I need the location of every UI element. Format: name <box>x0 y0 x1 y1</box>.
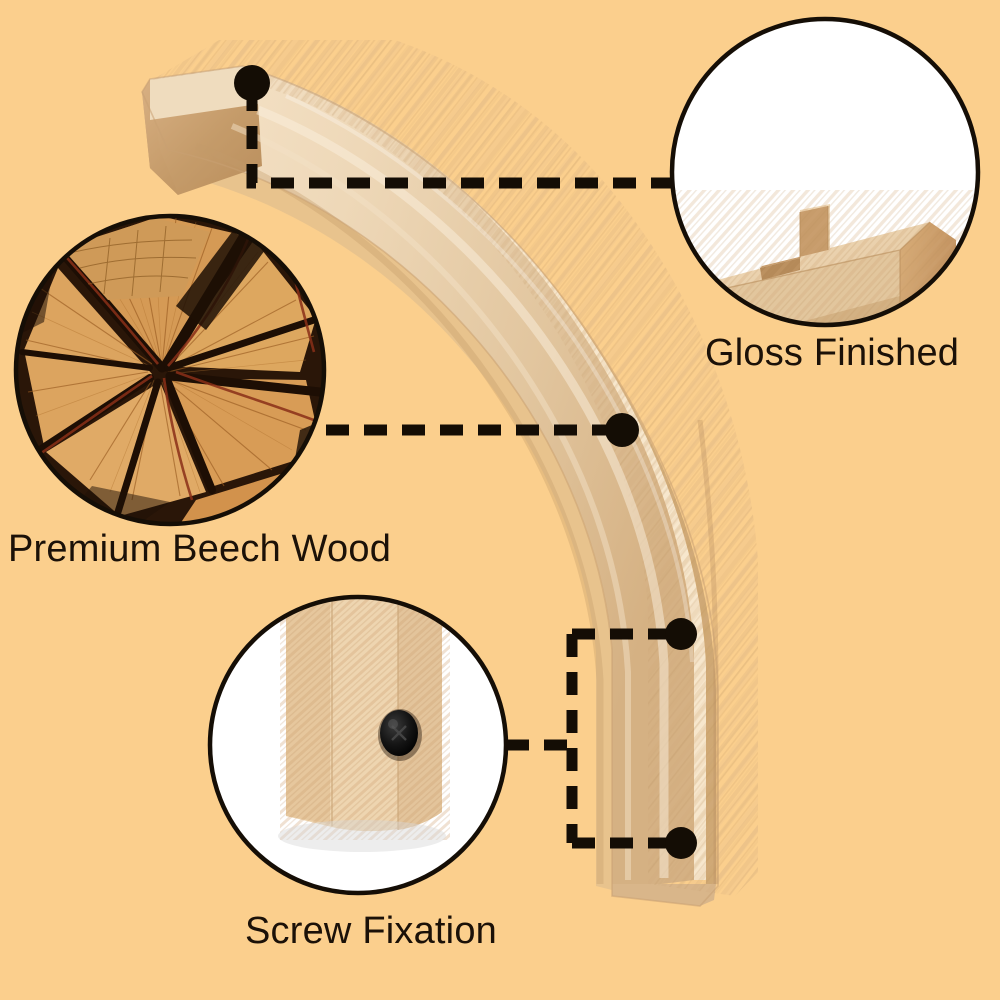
callout-screw-fixation <box>207 594 509 896</box>
hook-outline <box>141 65 719 907</box>
hook-highlight-streaks <box>230 94 694 880</box>
connector-gloss <box>246 88 672 189</box>
anchor-dot-gloss <box>234 65 270 101</box>
callout-premium-beech-wood <box>13 213 327 527</box>
caption-gloss-finished: Gloss Finished <box>705 332 960 374</box>
anchor-dot-screw-bottom <box>665 827 697 859</box>
anchor-dot-beech <box>605 413 639 447</box>
beech-circle-ring <box>13 213 327 527</box>
caption-premium-beech-wood: Premium Beech Wood <box>8 528 392 570</box>
hook-end-upper-facet <box>150 66 258 120</box>
gloss-circle-ring <box>669 16 981 328</box>
caption-screw-fixation: Screw Fixation <box>245 910 497 952</box>
screw-detail-photo <box>278 597 450 852</box>
beech-log-photo <box>16 216 324 524</box>
anchor-dots <box>234 65 697 859</box>
anchor-dot-screw-top <box>665 618 697 650</box>
